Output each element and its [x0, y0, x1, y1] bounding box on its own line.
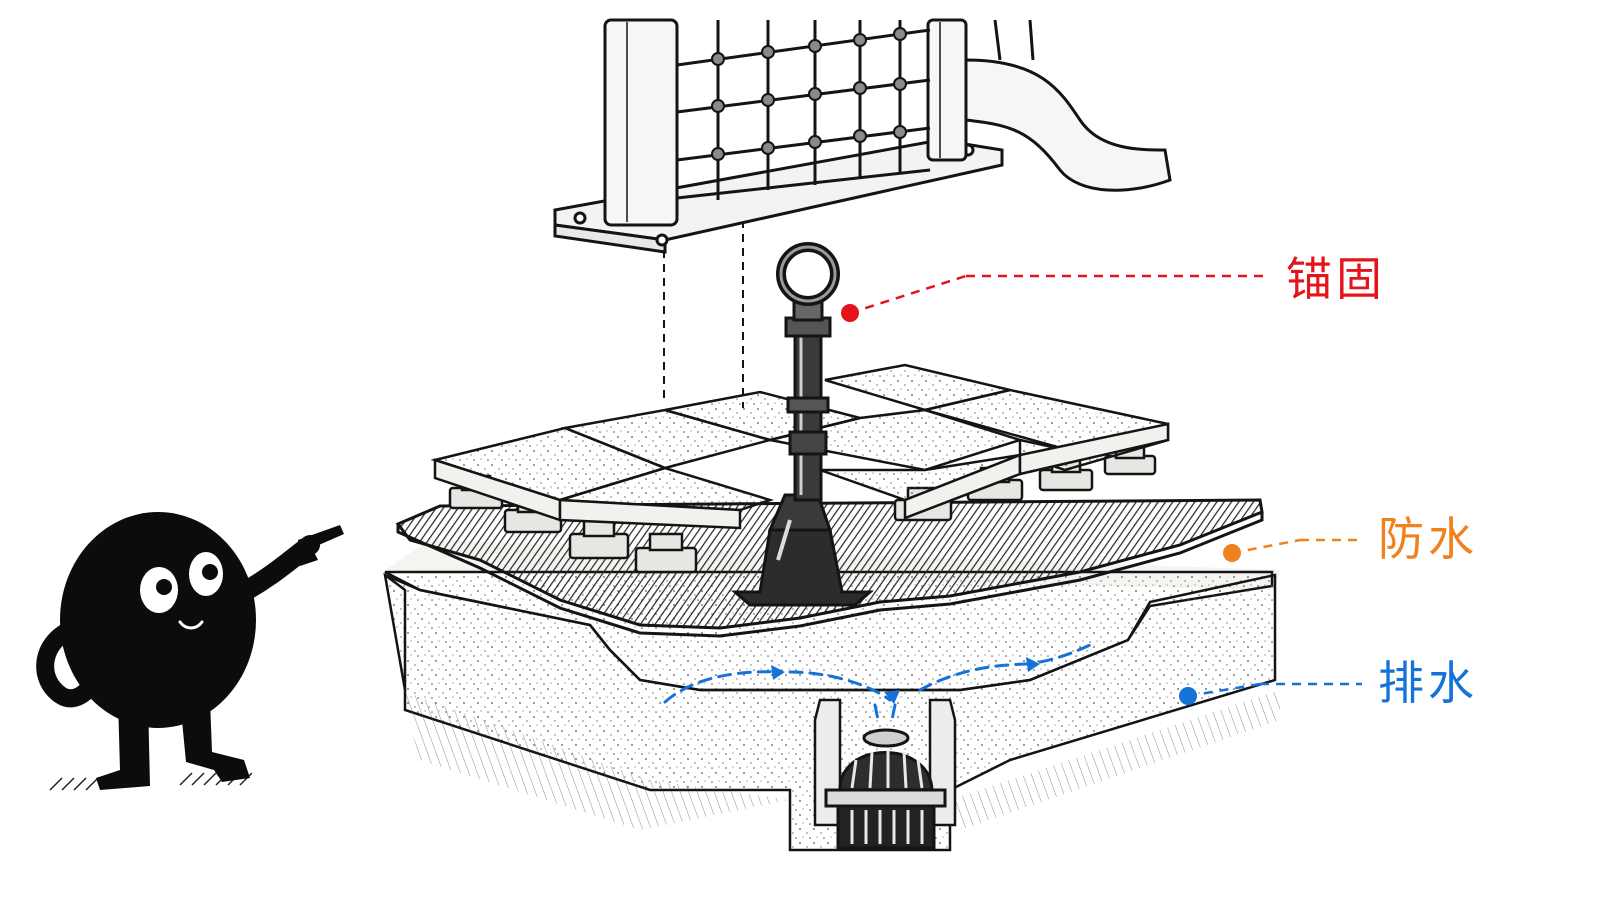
- paver-tile: [769, 408, 1025, 472]
- rope-net: [676, 20, 931, 200]
- waterproof-callout-leader: [1223, 538, 1362, 562]
- waterproof-callout-dot: [1223, 544, 1241, 562]
- playground-climbing-frame: [553, 18, 1172, 408]
- waterproof-callout-label: 防水: [1378, 512, 1478, 566]
- water-flow-arrows: [663, 643, 1092, 722]
- pointing-blob-character: [36, 512, 344, 791]
- drainage-callout-leader: [1179, 682, 1362, 705]
- paver-tiles: [430, 363, 1170, 530]
- pedestal: [634, 532, 698, 574]
- drainage-callout-label: 排水: [1378, 656, 1478, 710]
- dome-roof-drain: [824, 728, 947, 850]
- anchor-callout-label: 锚固: [1286, 252, 1386, 306]
- anchor-callout-dot: [841, 304, 859, 322]
- drainage-callout-dot: [1179, 687, 1197, 705]
- eye-bolt-anchor: [730, 242, 875, 607]
- arrow-heads: [771, 657, 1040, 704]
- anchor-callout-leader: [841, 274, 1270, 322]
